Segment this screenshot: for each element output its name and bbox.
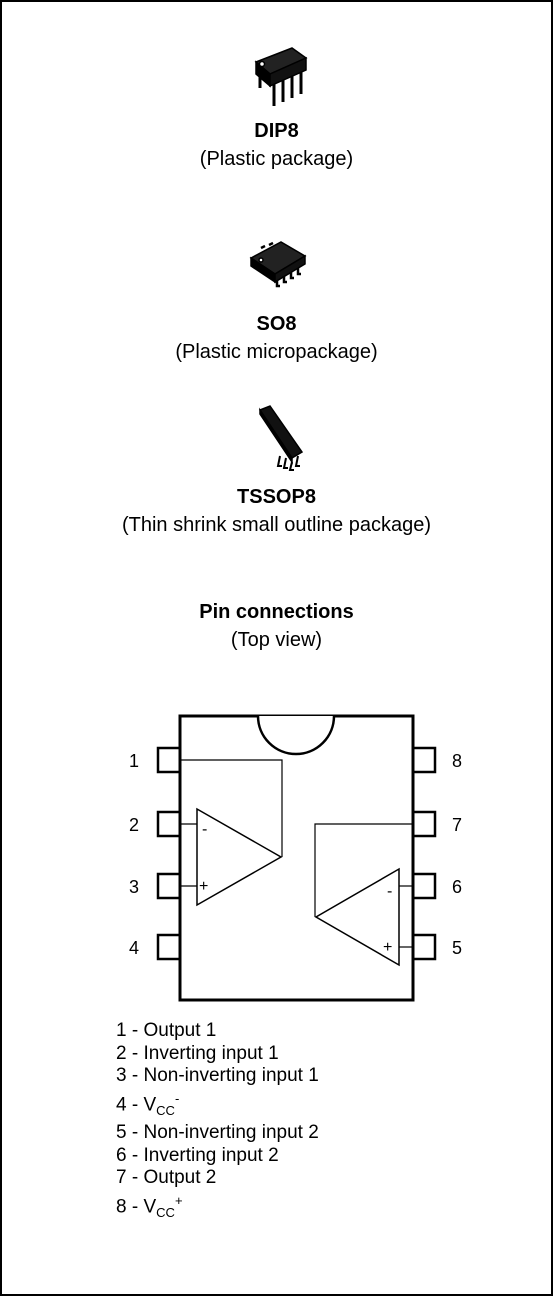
tssop8-package-icon — [258, 405, 304, 471]
package-body — [178, 714, 415, 1002]
pin-4 — [156, 933, 182, 961]
pin-description-item: 3 - Non-inverting input 1 — [116, 1065, 319, 1086]
opamp-2-output-wire — [314, 823, 413, 917]
pin-description-item: 5 - Non-inverting input 2 — [116, 1122, 319, 1144]
pin-description-list: 1 - Output 1 2 - Inverting input 1 3 - N… — [116, 1020, 319, 1224]
so8-package-icon — [249, 241, 307, 288]
pin-description-item: 6 - Inverting input 2 — [116, 1144, 279, 1166]
tssop8-name: TSSOP8 — [237, 486, 316, 508]
pin-8 — [411, 746, 437, 774]
pin-description-item: 8 - VCC+ — [116, 1192, 183, 1220]
tssop8-description: (Thin shrink small outline package) — [121, 514, 432, 536]
pin-number-2: 2 — [129, 815, 139, 835]
pin-number-8: 8 — [452, 751, 462, 771]
pin-number-6: 6 — [452, 877, 462, 897]
pin-connections-title: Pin connections — [199, 601, 354, 623]
pin-1 — [156, 746, 182, 774]
pin-number-7: 7 — [452, 815, 462, 835]
pin-description-item: 4 - VCC- — [116, 1090, 180, 1118]
opamp-1-output-wire — [180, 759, 283, 857]
dip8-name: DIP8 — [254, 120, 299, 142]
package-notch — [256, 715, 336, 756]
pin-description-item: 7 - Output 2 — [116, 1167, 217, 1189]
pin-number-4: 4 — [129, 938, 139, 958]
opamp-1-minus-sign: - — [202, 821, 207, 838]
pin-number-5: 5 — [452, 938, 462, 958]
pin-6 — [411, 872, 437, 900]
so8-name: SO8 — [256, 313, 297, 335]
pin-5 — [411, 933, 437, 961]
dip8-package-icon — [254, 47, 308, 106]
pin-description-item: 2 - Inverting input 1 — [116, 1042, 279, 1064]
pin-description-item: 1 - Output 1 — [116, 1020, 217, 1041]
dip8-description: (Plastic package) — [199, 148, 354, 170]
pin-3 — [156, 872, 182, 900]
pin-number-1: 1 — [129, 751, 139, 771]
opamp-1-plus-sign: + — [199, 878, 208, 895]
opamp-2-minus-sign: - — [387, 883, 392, 900]
pin-7 — [411, 810, 437, 838]
opamp-1 — [196, 807, 283, 907]
so8-description: (Plastic micropackage) — [175, 341, 378, 363]
pin-number-3: 3 — [129, 877, 139, 897]
pin-2 — [156, 810, 182, 838]
opamp-2-plus-sign: + — [383, 939, 392, 956]
pin-connections-subtitle: (Top view) — [230, 629, 323, 651]
opamp-2 — [314, 867, 400, 967]
